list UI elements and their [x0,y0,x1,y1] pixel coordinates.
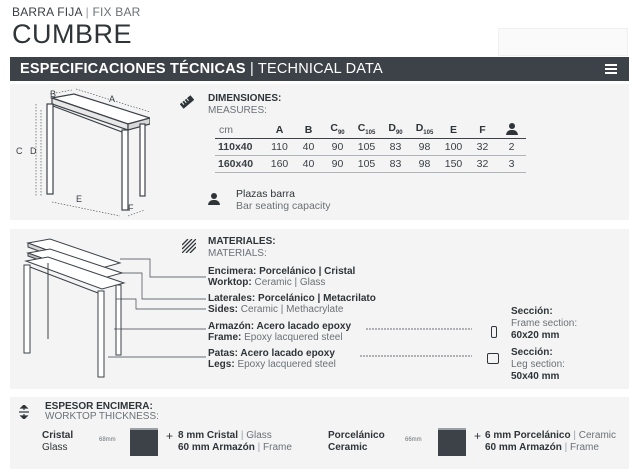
material-frame: Armazón: Acero lacado epoxy Frame: Epoxy… [208,321,352,343]
section-title: ESPECIFICACIONES TÉCNICAS | TECHNICAL DA… [20,61,383,77]
col-header-d105: D105 [415,122,434,137]
bar-dimension-drawing: B A C D E F [16,88,150,217]
leg-section: Sección: Leg section: 50x40 mm [511,347,565,382]
ruler-icon [180,95,194,109]
materials-label: MATERIALES: [208,236,276,247]
materials-sublabel: MATERIALS: [208,248,267,259]
col-header-b: B [304,123,313,136]
category-separator: | [85,5,89,19]
glass-composition: 8 mm Cristal | Glass 60 mm Armazón | Fra… [178,430,292,453]
thickness-label: ESPESOR ENCIMERA: [45,401,153,412]
material-sides: Laterales: Porcelánico | Metacrilato Sid… [208,293,376,315]
diagram-label-a: A [109,94,115,104]
bar-exploded-drawing [23,238,206,378]
frame-section: Sección: Frame section: 60x20 mm [511,306,578,341]
col-header-seats [497,121,526,139]
diagram-label-d: D [30,146,37,156]
diagram-label-f: F [128,203,134,213]
glass-label: Cristal Glass [42,430,74,453]
ceramic-composition: 6 mm Porcelánico | Ceramic 60 mm Armazón… [485,430,616,453]
dimensions-table: cm A B C90 C105 D90 D105 E F 110x40 110 … [215,121,526,173]
leg-section-icon [487,353,499,364]
diagram-label-e: E [76,194,82,204]
category-en: FIX BAR [92,5,141,19]
glass-code: 68mm [99,437,116,443]
col-header-e: E [449,123,457,136]
glass-thickness-swatch [130,428,158,456]
col-header-d90: D90 [388,122,403,137]
thickness-panel: ESPESOR ENCIMERA: WORKTOP THICKNESS: Cri… [10,397,629,469]
dimensions-label: DIMENSIONES: [208,93,282,104]
top-right-box [498,28,628,56]
col-header-cm: cm [219,123,233,136]
table-row: 110x40 110 40 90 105 83 98 100 32 2 [215,138,526,156]
hatch-icon [182,239,196,253]
seating-sub: Bar seating capacity [236,200,331,212]
section-title-en: TECHNICAL DATA [257,61,383,77]
measures-label: MEASURES: [208,105,267,116]
person-icon [505,123,518,135]
ceramic-code: 66mm [405,437,422,443]
thickness-sublabel: WORKTOP THICKNESS: [45,411,159,422]
dimensions-panel: B A C D E F DIMENSIONES: MEASURES: cm A … [10,84,629,220]
frame-section-icon [491,326,497,338]
section-title-separator: | [249,61,254,77]
ceramic-thickness-swatch [438,428,466,456]
col-header-f: F [479,123,486,136]
menu-icon[interactable] [605,64,617,74]
seating-label: Plazas barra [236,188,295,200]
page-header: BARRA FIJA | FIX BAR CUMBRE [12,5,141,50]
table-row: 160x40 160 40 90 105 83 98 150 32 3 [215,155,526,173]
category-es: BARRA FIJA [12,5,83,19]
page-title: CUMBRE [12,19,133,49]
materials-panel: MATERIALES: MATERIALS: Encimera: Porcelá… [10,229,629,389]
col-header-a: A [275,123,284,136]
thickness-icon [19,405,29,419]
section-title-es: ESPECIFICACIONES TÉCNICAS [20,61,246,77]
plus-sign: + [474,429,482,443]
material-worktop: Encimera: Porcelánico | Cristal Worktop:… [208,266,356,288]
plus-sign: + [166,429,174,443]
col-header-c90: C90 [330,122,345,137]
person-icon [208,193,220,205]
diagram-label-c: C [16,146,23,156]
product-category: BARRA FIJA | FIX BAR [12,5,141,19]
col-header-c105: C105 [357,122,376,137]
material-legs: Patas: Acero lacado epoxy Legs: Epoxy la… [208,348,336,370]
section-header-bar: ESPECIFICACIONES TÉCNICAS | TECHNICAL DA… [10,57,629,81]
diagram-label-b: B [50,89,56,99]
ceramic-label: Porcelánico Ceramic [328,430,385,453]
leader-lines [360,328,472,357]
